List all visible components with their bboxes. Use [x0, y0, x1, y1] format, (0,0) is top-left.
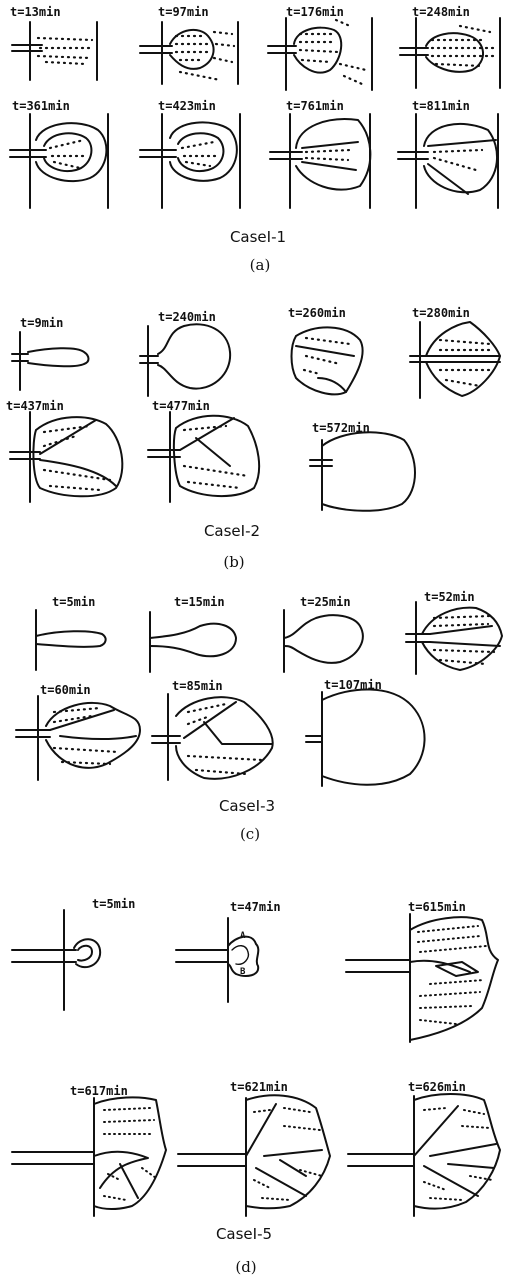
- sketch-c6: [151, 693, 274, 781]
- sketch-d4: [11, 1096, 167, 1217]
- sketch-d2: [175, 917, 260, 1003]
- time-label: t=107min: [324, 678, 382, 692]
- time-label: t=423min: [158, 99, 216, 113]
- time-label: t=13min: [10, 5, 61, 19]
- sketch-b1: [11, 331, 90, 391]
- sketch-d3: [345, 913, 499, 1043]
- marker-b: B: [240, 967, 246, 977]
- time-label: t=15min: [174, 595, 225, 609]
- sketch-a1: [11, 21, 98, 81]
- sketch-a4: [399, 17, 501, 89]
- time-label: t=9min: [20, 316, 64, 330]
- sketch-d1: [11, 909, 102, 1011]
- time-label: t=621min: [230, 1080, 288, 1094]
- sketch-a2: [139, 21, 239, 85]
- sketch-c2: [149, 611, 237, 673]
- time-label: t=60min: [40, 683, 91, 697]
- time-label: t=97min: [158, 5, 209, 19]
- time-label: t=240min: [158, 310, 216, 324]
- sketch-c5: [15, 695, 141, 781]
- time-label: t=437min: [6, 399, 64, 413]
- subfigure-label: (a): [249, 256, 271, 274]
- sketch-b7: [309, 431, 416, 512]
- case-label: CaseI-5: [215, 1225, 273, 1243]
- time-label: t=361min: [12, 99, 70, 113]
- time-label: t=248min: [412, 5, 470, 19]
- time-label: t=260min: [288, 306, 346, 320]
- time-label: t=617min: [70, 1084, 128, 1098]
- sketch-b3: [290, 326, 364, 396]
- time-label: t=572min: [312, 421, 370, 435]
- subfigure-label: (c): [239, 825, 261, 843]
- time-label: t=811min: [412, 99, 470, 113]
- sketch-d6: [347, 1093, 501, 1217]
- sketch-c1: [35, 609, 107, 671]
- time-label: t=280min: [412, 306, 470, 320]
- time-label: t=615min: [408, 900, 466, 914]
- sketch-c7: [305, 688, 426, 787]
- case-label: CaseI-1: [229, 228, 287, 246]
- time-label: t=47min: [230, 900, 281, 914]
- sketch-a6: [139, 113, 241, 209]
- sketch-a7: [269, 113, 372, 209]
- time-label: t=477min: [152, 399, 210, 413]
- time-label: t=176min: [286, 5, 344, 19]
- sketch-b5: [9, 411, 124, 503]
- time-label: t=761min: [286, 99, 344, 113]
- subfigure-label: (d): [235, 1258, 257, 1276]
- sketch-b4: [409, 321, 501, 399]
- sketch-a5: [9, 113, 109, 209]
- time-label: t=5min: [52, 595, 96, 609]
- time-label: t=25min: [300, 595, 351, 609]
- time-label: t=626min: [408, 1080, 466, 1094]
- subfigure-label: (b): [223, 553, 245, 571]
- sketch-c3: [283, 609, 364, 673]
- time-label: t=85min: [172, 679, 223, 693]
- sketch-a8: [397, 113, 499, 209]
- sketch-b2: [139, 323, 232, 397]
- sketch-c4: [405, 601, 503, 675]
- case-label: CaseI-2: [203, 522, 261, 540]
- time-label: t=52min: [424, 590, 475, 604]
- sketch-b6: [147, 411, 261, 503]
- time-label: t=5min: [92, 897, 136, 911]
- sketch-a3: [267, 17, 373, 91]
- sketch-d5: [177, 1094, 331, 1217]
- case-label: CaseI-3: [218, 797, 276, 815]
